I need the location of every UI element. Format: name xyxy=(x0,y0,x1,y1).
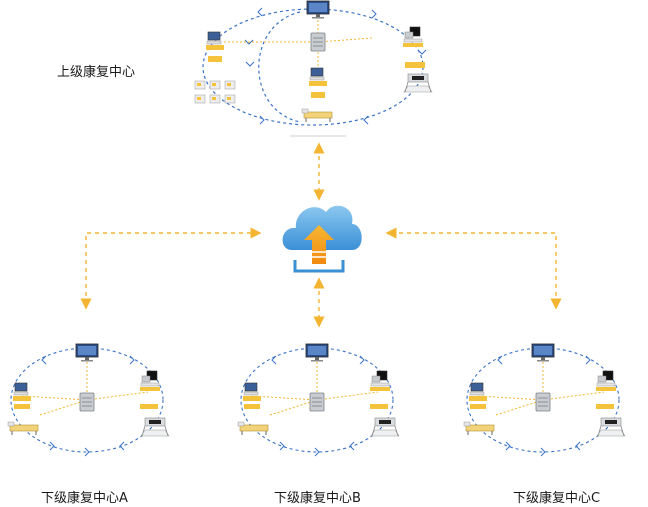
bicycle-icon xyxy=(209,80,221,90)
lower-center-a-network xyxy=(7,343,170,457)
rehab-bed-icon xyxy=(237,421,269,436)
bicycle-icon xyxy=(224,80,236,90)
computer-icon xyxy=(308,67,328,87)
upper-center-network xyxy=(194,0,433,137)
server-icon xyxy=(310,32,326,52)
treadmill-icon xyxy=(370,417,400,437)
monitor-icon xyxy=(306,0,330,19)
bicycle-icon xyxy=(194,94,206,104)
rehab-bed-icon xyxy=(301,108,333,123)
computer-icon xyxy=(139,370,161,392)
lower-center-c-label: 下级康复中心C xyxy=(513,491,601,506)
monitor-icon xyxy=(75,343,99,362)
lower-center-c-network xyxy=(463,343,626,457)
cloud-upload-icon xyxy=(282,205,362,273)
computer-icon xyxy=(595,370,617,392)
lower-center-b-network xyxy=(237,343,400,457)
server-icon xyxy=(535,392,551,412)
lower-center-b-label: 下级康复中心B xyxy=(274,491,361,506)
lower-center-a-label: 下级康复中心A xyxy=(41,491,128,506)
bicycle-icon xyxy=(224,94,236,104)
server-icon xyxy=(309,392,325,412)
computer-icon xyxy=(12,382,32,402)
computer-icon xyxy=(402,26,424,48)
treadmill-icon xyxy=(403,73,433,93)
computer-icon xyxy=(242,382,262,402)
bicycle-icon xyxy=(209,94,221,104)
computer-icon xyxy=(369,370,391,392)
monitor-icon xyxy=(305,343,329,362)
treadmill-icon xyxy=(140,417,170,437)
rehab-bed-icon xyxy=(463,421,495,436)
rehab-bed-icon xyxy=(7,421,39,436)
computer-icon xyxy=(468,382,488,402)
upper-center-label: 上级康复中心 xyxy=(57,65,136,80)
server-icon xyxy=(79,392,95,412)
treadmill-icon xyxy=(596,417,626,437)
bicycle-icon xyxy=(194,80,206,90)
monitor-icon xyxy=(531,343,555,362)
cloud-links xyxy=(80,142,562,328)
